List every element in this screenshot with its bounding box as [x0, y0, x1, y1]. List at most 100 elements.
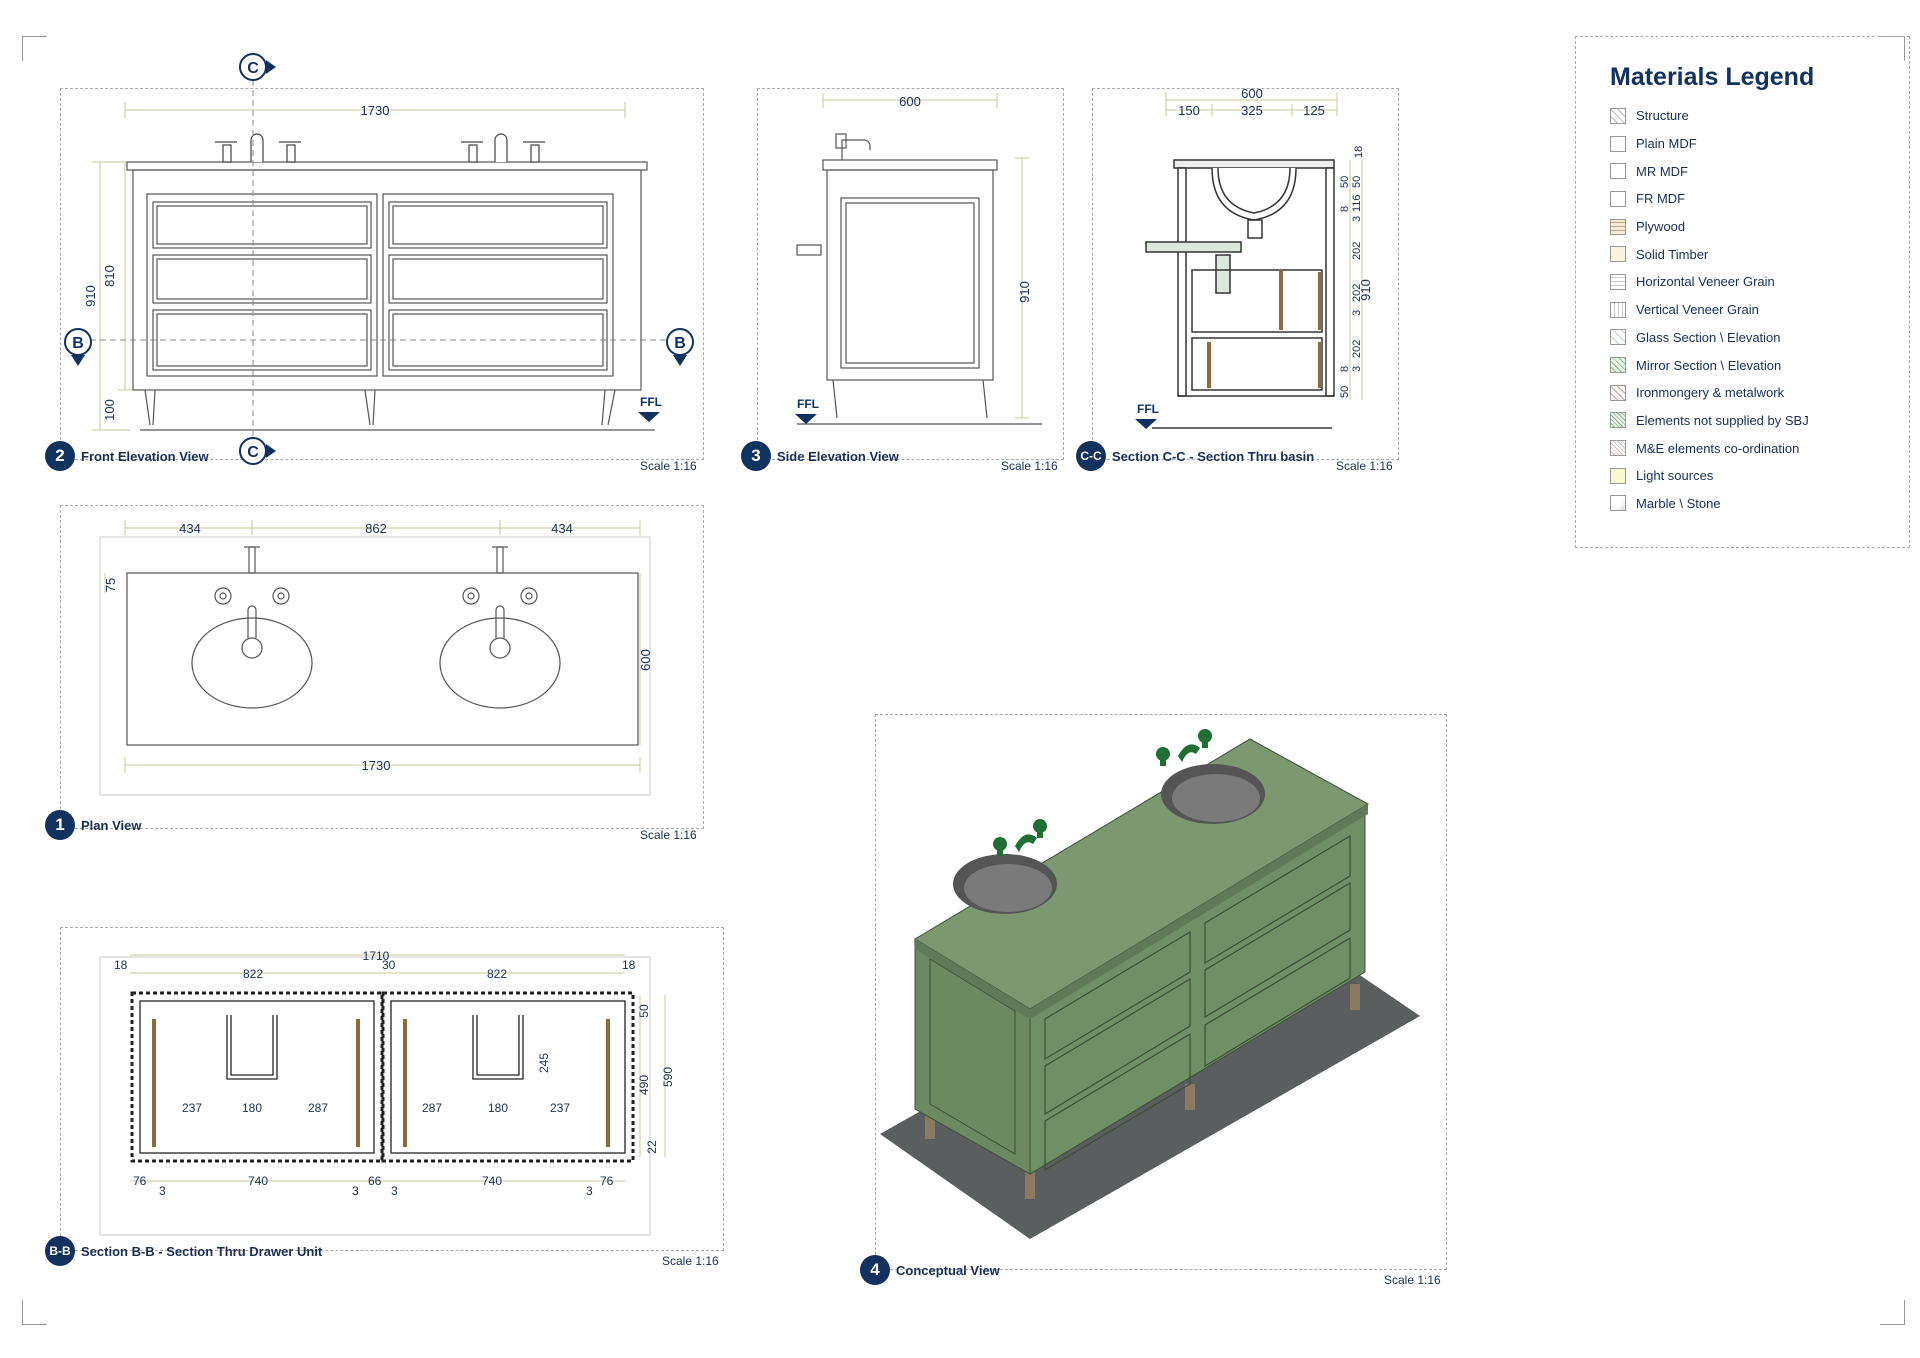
dim-side-height: 910 [1017, 281, 1032, 303]
dim-plan-left: 434 [179, 521, 201, 536]
legend-swatch [1610, 329, 1626, 346]
legend-item: Elements not supplied by SBJ [1610, 407, 1909, 435]
legend-item: Vertical Veneer Grain [1610, 296, 1909, 324]
dim-plan-width: 1730 [362, 758, 391, 773]
legend-item-label: Solid Timber [1636, 246, 1709, 262]
view-title: Plan View [81, 817, 142, 833]
corner-mark-tl [22, 36, 47, 61]
view-title: Section B-B - Section Thru Drawer Unit [81, 1243, 323, 1259]
legend-item-label: MR MDF [1636, 163, 1688, 179]
section-cc-drawing: 600 150 325 125 910 18 50 50 116 8 3 202… [1135, 86, 1373, 429]
section-marker-c-bottom: C [239, 437, 276, 465]
view-badge: 2 [45, 441, 75, 471]
dim-bb: 590 [661, 1067, 675, 1087]
legend-item-label: Mirror Section \ Elevation [1636, 357, 1782, 373]
ffl-marker-front: FFL [638, 395, 662, 422]
svg-text:B: B [674, 335, 686, 352]
svg-text:FFL: FFL [797, 397, 819, 411]
legend-swatch [1610, 467, 1626, 484]
dim-bb: 237 [550, 1101, 570, 1115]
section-marker-c-top: C [239, 53, 276, 81]
legend-swatch [1610, 384, 1626, 401]
dim-bb: 3 [391, 1184, 398, 1198]
svg-text:B: B [72, 335, 84, 352]
legend-swatch [1610, 107, 1626, 124]
view-badge: C-C [1076, 441, 1106, 471]
dim-cc-v: 202 [1351, 242, 1363, 260]
dim-bb: 237 [182, 1101, 202, 1115]
legend-item: Solid Timber [1610, 240, 1909, 268]
front-elevation-scale: Scale 1:16 [640, 459, 697, 473]
front-elevation-label: 2 Front Elevation View [45, 441, 209, 471]
view-title: Conceptual View [896, 1262, 1000, 1278]
legend-swatch [1610, 163, 1626, 180]
legend-item-label: Ironmongery & metalwork [1636, 385, 1785, 401]
section-bb-frame [60, 927, 724, 1251]
plan-view-scale: Scale 1:16 [640, 828, 697, 842]
dim-cc-c: 125 [1303, 103, 1325, 118]
legend-item: Ironmongery & metalwork [1610, 379, 1909, 407]
dim-cc-v: 3 [1351, 216, 1363, 222]
dim-cc-depth: 600 [1241, 86, 1263, 101]
dim-bb: 76 [600, 1174, 614, 1188]
dim-cc-a: 150 [1178, 103, 1200, 118]
legend-item: Mirror Section \ Elevation [1610, 351, 1909, 379]
legend-swatch [1610, 440, 1626, 457]
section-cc-label: C-C Section C-C - Section Thru basin [1076, 441, 1314, 471]
section-bb-drawing: 1710 18 822 30 822 18 237 180 287 287 18… [99, 949, 675, 1236]
legend-swatch [1610, 357, 1626, 374]
dim-plan-right: 434 [551, 521, 573, 536]
dim-cc-v: 8 [1339, 206, 1351, 212]
legend-title: Materials Legend [1610, 63, 1815, 91]
dim-front-height-body: 810 [102, 265, 117, 287]
conceptual-view-drawing [880, 729, 1420, 1239]
section-bb-label: B-B Section B-B - Section Thru Drawer Un… [45, 1236, 322, 1266]
legend-item-label: FR MDF [1636, 191, 1686, 207]
dim-cc-v: 202 [1351, 284, 1363, 302]
dim-cc-v: 202 [1351, 340, 1363, 358]
side-elevation-scale: Scale 1:16 [1001, 459, 1058, 473]
legend-item-label: Horizontal Veneer Grain [1636, 274, 1775, 290]
dim-front-width: 1730 [361, 103, 390, 118]
legend-item: Plywood [1610, 213, 1909, 241]
dim-cc-v: 18 [1353, 146, 1365, 158]
legend-item: Plain MDF [1610, 130, 1909, 158]
side-elevation-drawing: 600 910 FFL [795, 93, 1042, 425]
svg-text:C: C [247, 444, 259, 461]
dim-bb: 30 [382, 958, 396, 972]
side-elevation-label: 3 Side Elevation View [741, 441, 899, 471]
legend-item: Glass Section \ Elevation [1610, 324, 1909, 352]
dim-cc-height: 910 [1358, 279, 1373, 301]
view-title: Front Elevation View [81, 448, 209, 464]
section-bb-scale: Scale 1:16 [662, 1254, 719, 1268]
plan-view-frame [60, 505, 704, 829]
legend-item-label: Vertical Veneer Grain [1636, 302, 1759, 318]
section-cc-scale: Scale 1:16 [1336, 459, 1393, 473]
corner-mark-br [1880, 1300, 1905, 1325]
legend-swatch [1610, 135, 1626, 152]
dim-bb: 76 [133, 1174, 147, 1188]
section-cc-frame [1092, 88, 1399, 460]
dim-bb: 740 [248, 1174, 268, 1188]
legend-swatch [1610, 246, 1626, 263]
svg-text:C: C [247, 60, 259, 77]
legend-item-label: Elements not supplied by SBJ [1636, 412, 1809, 428]
view-title: Side Elevation View [777, 448, 899, 464]
legend-swatch [1610, 273, 1626, 290]
legend-swatch [1610, 301, 1626, 318]
dim-bb: 18 [114, 958, 128, 972]
svg-text:FFL: FFL [1137, 402, 1159, 416]
legend-item-label: Plywood [1636, 219, 1686, 235]
legend-item-label: Marble \ Stone [1636, 495, 1721, 511]
dim-bb: 180 [242, 1101, 262, 1115]
dim-bb: 822 [243, 967, 263, 981]
dim-bb-total: 1710 [363, 949, 390, 963]
view-badge: B-B [45, 1236, 75, 1266]
legend-swatch [1610, 495, 1626, 512]
legend-item-label: Plain MDF [1636, 136, 1697, 152]
dim-cc-b: 325 [1241, 103, 1263, 118]
dim-front-height-total: 910 [83, 285, 98, 307]
legend-item: FR MDF [1610, 185, 1909, 213]
dim-cc-v: 50 [1351, 176, 1363, 188]
